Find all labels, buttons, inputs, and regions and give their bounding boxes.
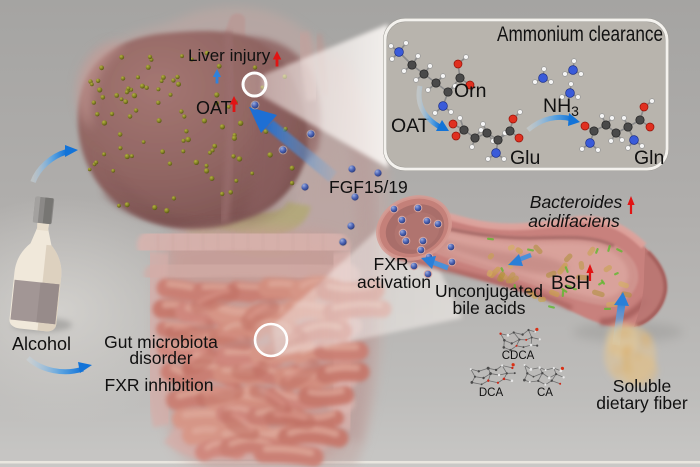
svg-text:Alcohol: Alcohol: [12, 334, 71, 354]
svg-text:FGF15/19: FGF15/19: [329, 177, 408, 197]
svg-text:Ammonium clearance: Ammonium clearance: [497, 22, 663, 46]
svg-text:Glu: Glu: [510, 147, 540, 169]
svg-text:Gln: Gln: [634, 147, 664, 169]
svg-text:bile acids: bile acids: [453, 298, 526, 318]
svg-text:DCA: DCA: [479, 387, 504, 399]
svg-text:disorder: disorder: [129, 348, 192, 368]
svg-text:Bacteroides: Bacteroides: [530, 192, 623, 212]
svg-text:Soluble: Soluble: [613, 376, 671, 396]
svg-text:activation: activation: [357, 272, 431, 292]
svg-text:acidifaciens: acidifaciens: [528, 211, 620, 231]
svg-text:CA: CA: [537, 387, 553, 399]
svg-text:OAT: OAT: [391, 115, 430, 137]
svg-text:FXR inhibition: FXR inhibition: [105, 375, 214, 395]
svg-text:CDCA: CDCA: [502, 350, 535, 362]
svg-text:Liver injury: Liver injury: [188, 46, 271, 65]
svg-text:FXR: FXR: [374, 254, 409, 274]
svg-text:Orn: Orn: [454, 80, 487, 102]
svg-text:OAT: OAT: [196, 98, 232, 118]
svg-text:Gut microbiota: Gut microbiota: [104, 332, 218, 352]
svg-text:BSH: BSH: [551, 273, 590, 294]
svg-text:Unconjugated: Unconjugated: [435, 281, 543, 301]
svg-text:dietary fiber: dietary fiber: [596, 393, 688, 413]
